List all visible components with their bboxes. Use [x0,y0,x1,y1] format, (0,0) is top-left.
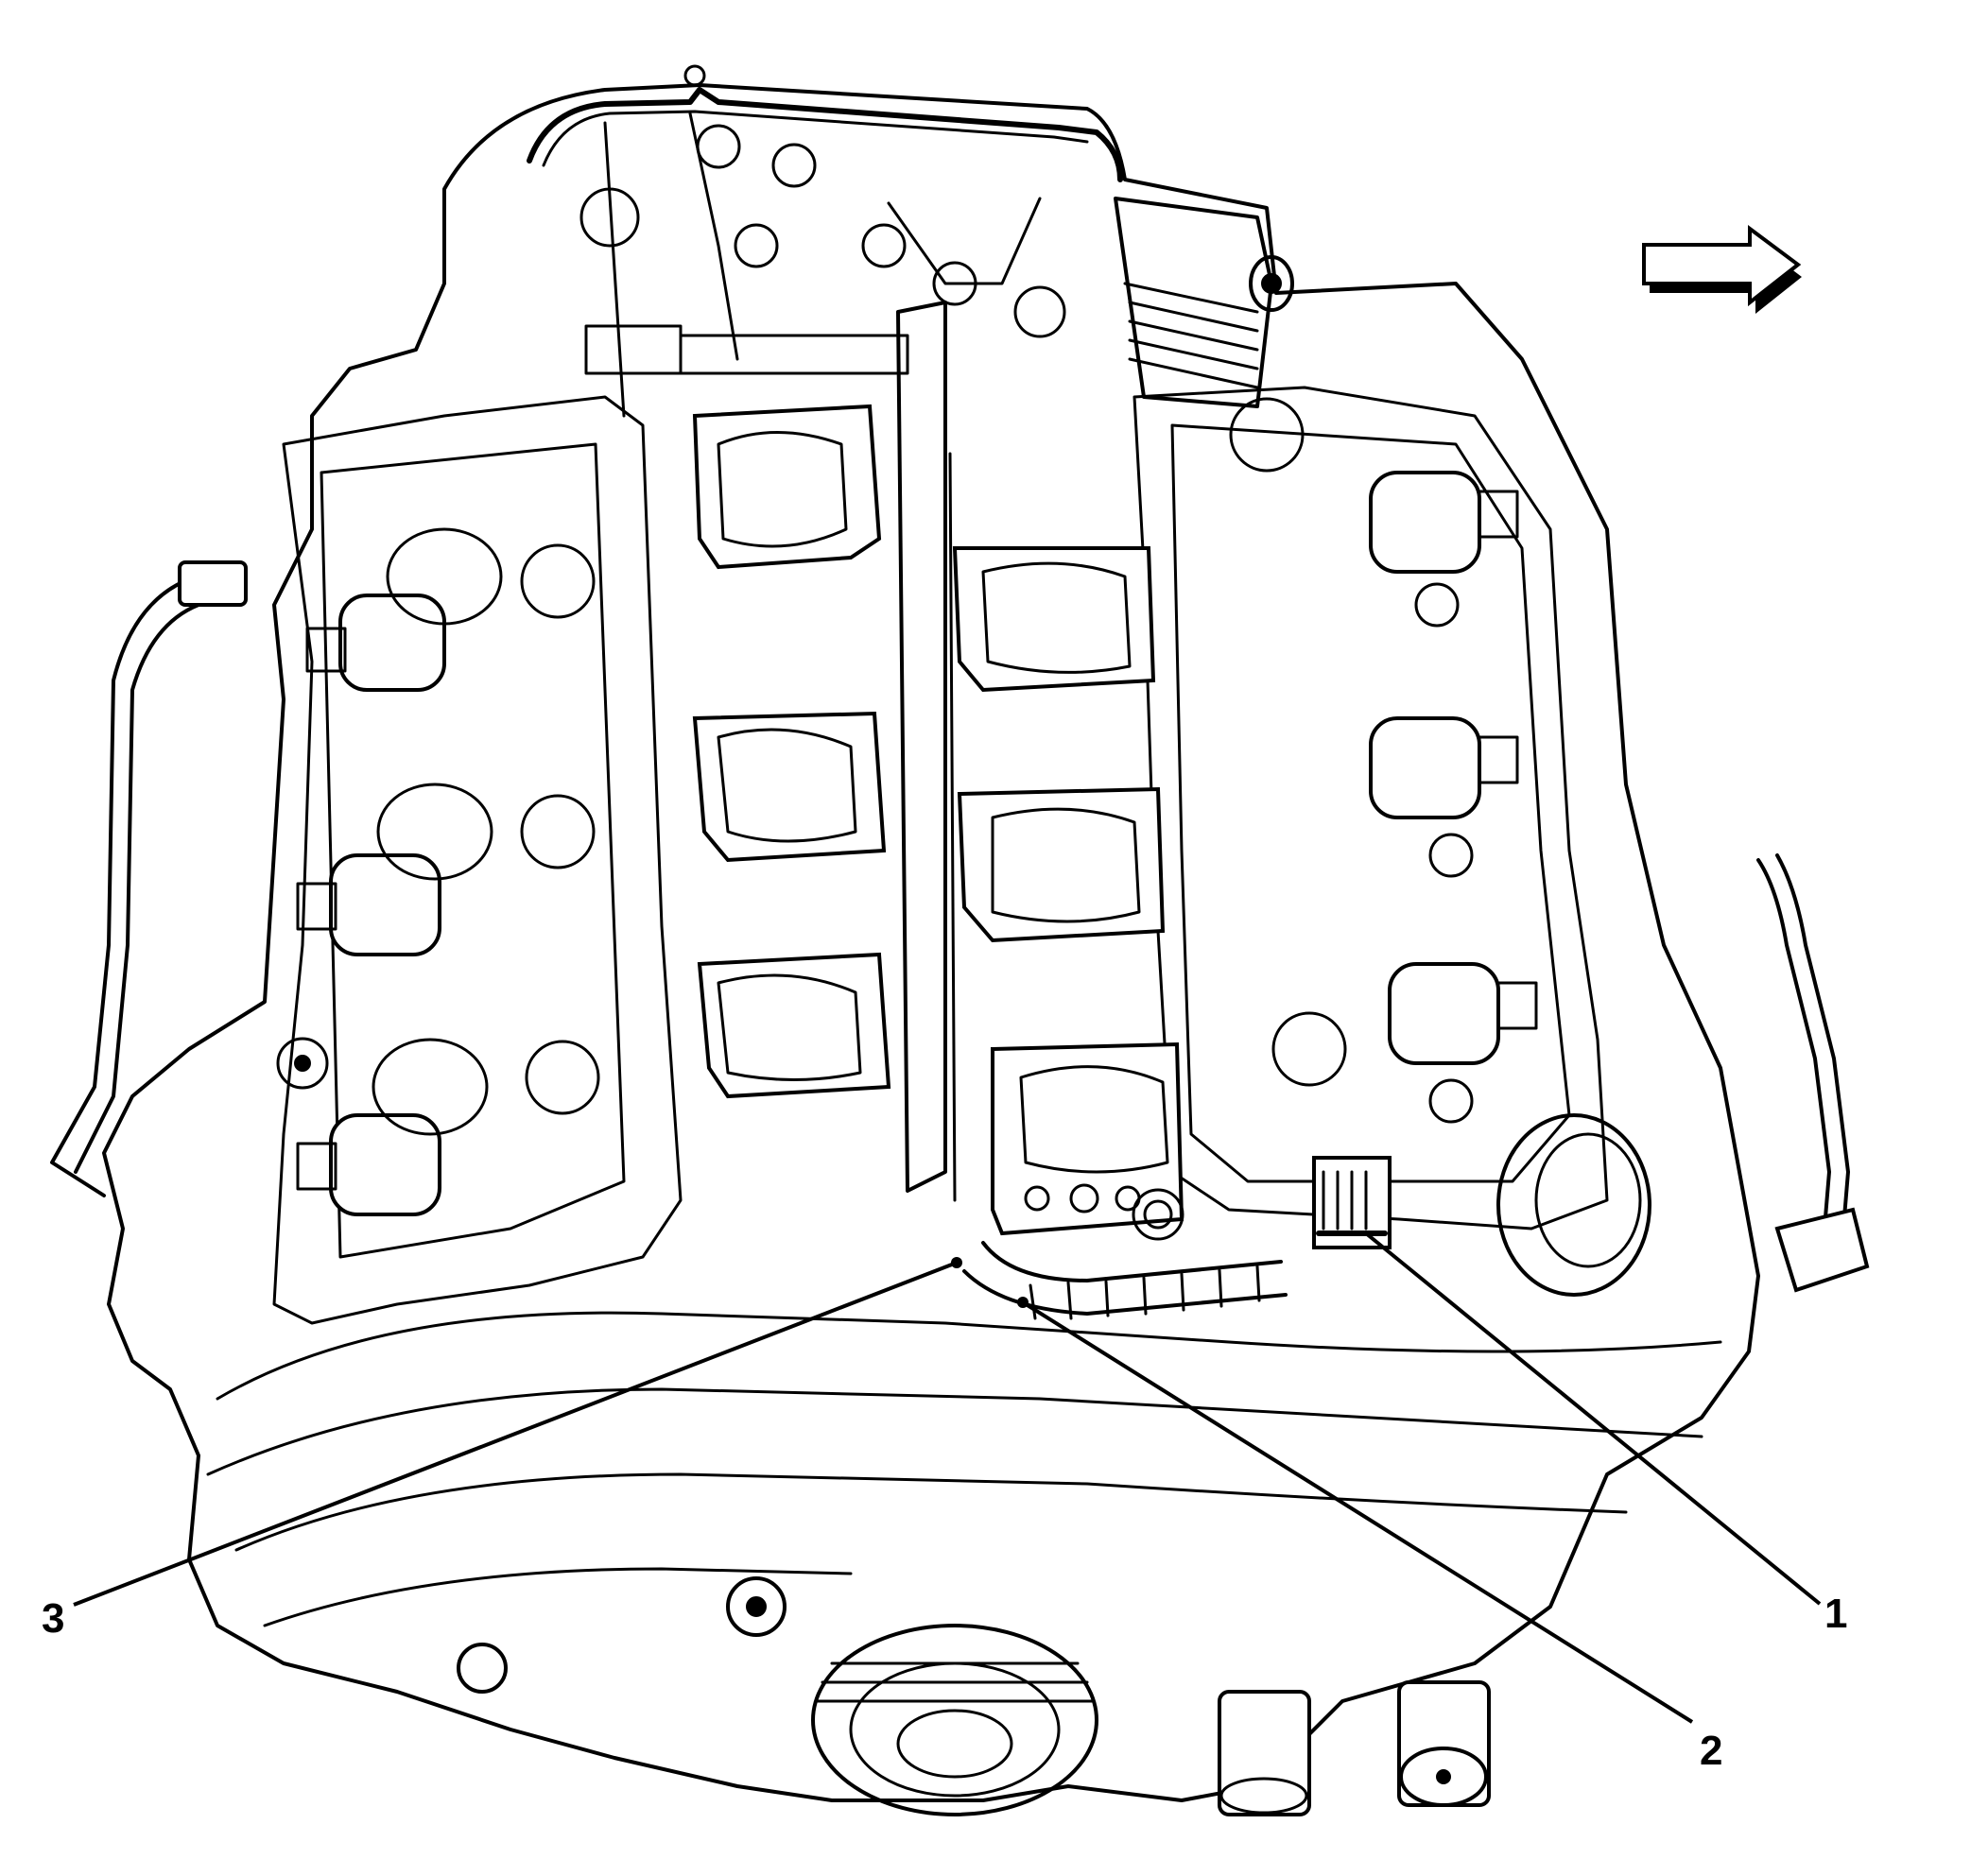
callout-2-label: 2 [1700,1728,1722,1774]
callout-2-target-dot [1017,1297,1029,1308]
left-bank-coils [276,527,600,1216]
callout-1-label: 1 [1824,1591,1847,1637]
harness-connector [1312,1156,1392,1249]
front-pulleys [457,1576,1491,1816]
wiring-harness [962,1241,1288,1320]
callout-1-leader [1364,1231,1822,1606]
right-arrow-icon [1642,225,1802,314]
engine-body [102,83,1760,1802]
callout-2-leader [1021,1300,1694,1724]
callout-3-label: 3 [42,1595,64,1642]
callout-3-target-dot [951,1257,962,1268]
callout-3-leader [73,1261,958,1607]
top-harness [527,64,1294,418]
intake-rail [692,301,1184,1241]
callout-leaders [73,1231,1822,1724]
left-side-harness [50,560,248,1197]
right-side-harness [1496,853,1870,1297]
right-bank-coils [1229,397,1538,1124]
